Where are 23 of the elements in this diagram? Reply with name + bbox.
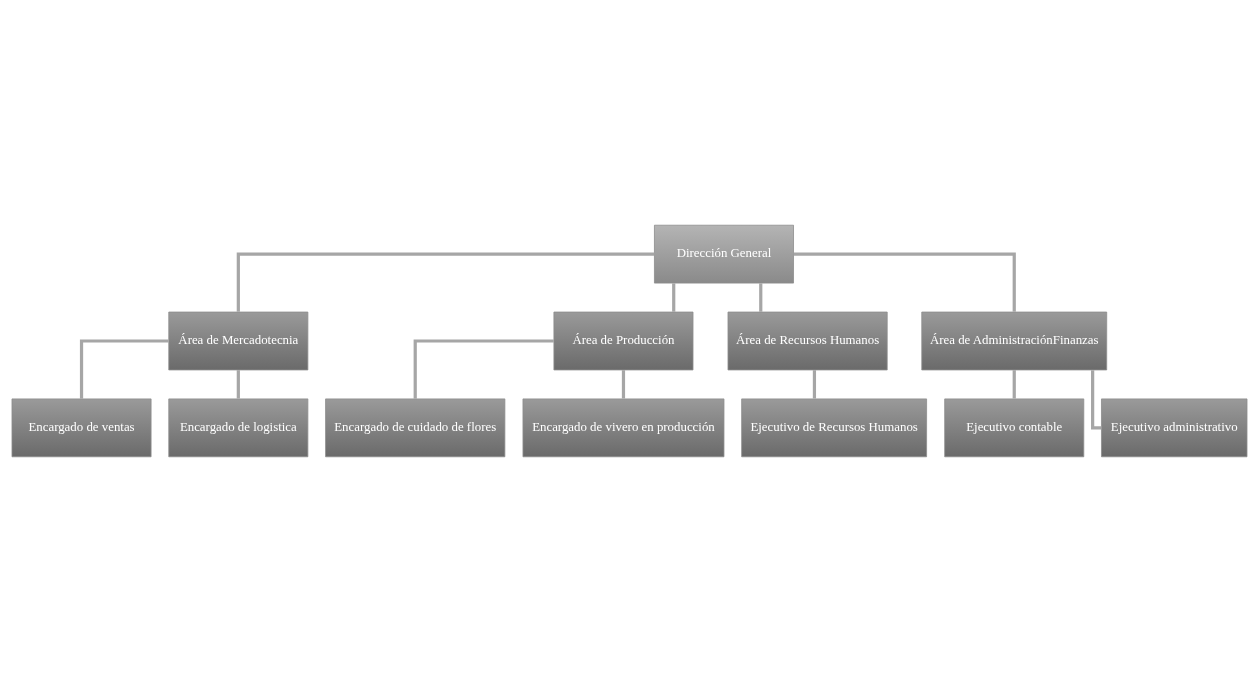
connector: [413, 338, 554, 399]
node-box: Área de Mercadotecnia: [168, 311, 309, 370]
connector: [1091, 369, 1102, 429]
connector: [621, 369, 626, 399]
connector: [793, 252, 1016, 312]
node-box: Ejecutivo administrativo: [1101, 398, 1248, 457]
node-box: Ejecutivo de Recursos Humanos: [741, 398, 927, 457]
node-box: Ejecutivo contable: [944, 398, 1085, 457]
connector: [236, 369, 240, 399]
node-box: Área de Recursos Humanos: [727, 311, 888, 370]
node-box: Encargado de cuidado de flores: [325, 398, 506, 457]
connector: [236, 252, 655, 312]
connector: [759, 282, 763, 312]
node-box: Encargado de logistica: [168, 398, 309, 457]
connector: [812, 369, 817, 399]
connector: [672, 282, 676, 312]
node-box: Área de Producción: [553, 311, 694, 370]
node-box: Encargado de vivero en producción: [522, 398, 725, 457]
node-box: Dirección General: [654, 224, 794, 283]
connector: [1012, 369, 1016, 399]
node-box: Área de AdministraciónFinanzas: [921, 311, 1108, 370]
connector: [79, 338, 169, 399]
node-box: Encargado de ventas: [11, 398, 152, 457]
